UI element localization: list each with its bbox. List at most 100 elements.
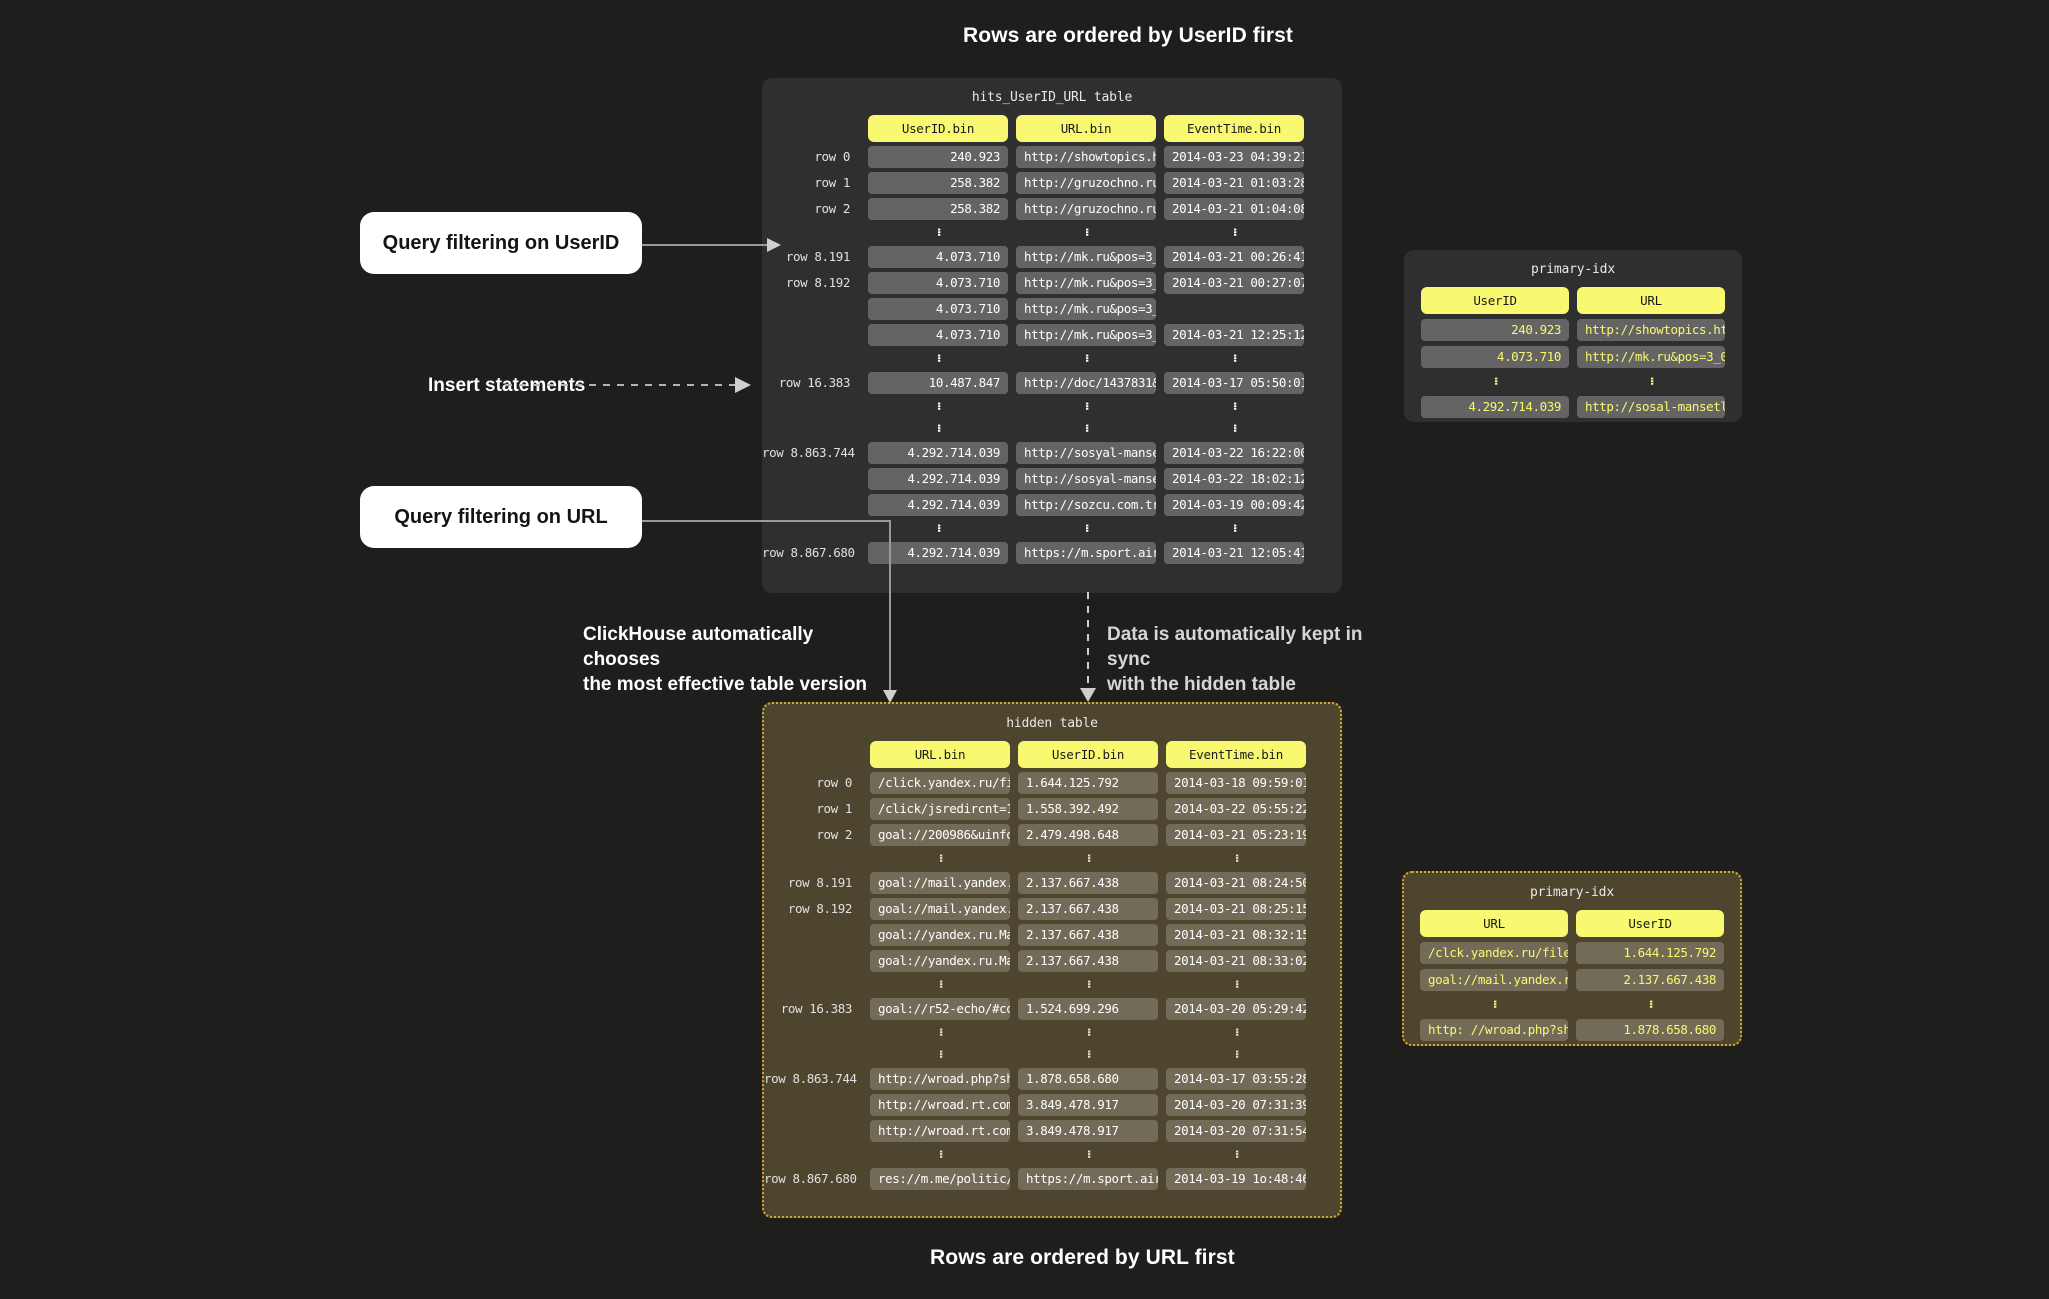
table-cell: goal://mail.yandex.ru/Ma... [870,872,1010,894]
table-cell: 2.479.498.648 [1018,824,1158,846]
idx-cell: 4.292.714.039 [1421,396,1569,418]
idx-cell: http: //wroad.php?show/7... [1420,1019,1568,1041]
row-label: row 8.867.680 [764,1171,857,1186]
table-cell: 1.558.392.492 [1018,798,1158,820]
table-cell: 2.137.667.438 [1018,898,1158,920]
row-label [764,850,862,868]
ellipsis-marker: ⋯ [933,1028,948,1038]
ellipsis-marker: ⋯ [1081,1150,1096,1160]
primary-idx-bottom-title: primary-idx [1530,885,1614,900]
table-cell: 2014-03-21 12:25:12 [1164,324,1304,346]
note-kept-in-sync: Data is automatically kept in sync with t… [1107,622,1407,697]
table-cell: 2014-03-20 07:31:39 [1166,1094,1306,1116]
table-cell: res://m.me/politic/stati... [870,1168,1010,1190]
table-cell: http://gruzochno.ru/ekat... [1016,172,1156,194]
row-label [764,924,862,946]
table-cell: 240.923 [868,146,1008,168]
insert-statements-label: Insert statements [428,375,586,396]
table-cell: 2.137.667.438 [1018,924,1158,946]
table-cell: 2014-03-21 00:27:07 [1164,272,1304,294]
table-cell: 2014-03-21 01:03:28 [1164,172,1304,194]
primary-idx-top-title: primary-idx [1531,262,1615,277]
idx-column-header-0: URL [1420,910,1568,937]
ellipsis-marker: ⋯ [1079,228,1094,238]
table-cell: 2014-03-21 08:25:15 [1166,898,1306,920]
table-cell: 4.073.710 [868,298,1008,320]
ellipsis-marker: ⋯ [1229,1050,1244,1060]
idx-cell: 4.073.710 [1421,346,1569,368]
hidden-table-title: hidden table [1006,716,1098,731]
ellipsis-marker: ⋯ [933,1050,948,1060]
table-cell: 4.292.714.039 [868,442,1008,464]
row-label: row 16.383 [780,1001,853,1016]
table-cell: 1.878.658.680 [1018,1068,1158,1090]
table-cell: goal://r52-echo/#compose... [870,998,1010,1020]
row-label [764,1024,862,1042]
table-cell: 2014-03-21 01:04:08 [1164,198,1304,220]
table-cell [1164,298,1304,320]
row-label [762,324,860,346]
table-cell: 1.644.125.792 [1018,772,1158,794]
table-cell: http://mk.ru&pos=3_0 [1016,246,1156,268]
ellipsis-marker: ⋯ [1227,228,1242,238]
table-cell: http://sosyal-mansetleri... [1016,442,1156,464]
row-label: row 1 [816,801,852,816]
primary-idx-top-grid: UserIDURL240.923http://showtopics.html%3… [1404,287,1742,418]
row-label [762,224,860,242]
table-cell: 2014-03-21 05:23:19 [1166,824,1306,846]
table-cell: http://sozcu.com.tr/oaut [1016,494,1156,516]
ellipsis-marker: ⋯ [1229,1150,1244,1160]
idx-cell: goal://mail.yandex.ru/Ma... [1420,969,1568,991]
ellipsis-marker: ⋯ [931,524,946,534]
idx-cell: 2.137.667.438 [1576,969,1724,991]
idx-column-header-1: URL [1577,287,1725,314]
row-label: row 8.867.680 [762,545,855,560]
table-cell: https://m.sport.airway/? [1016,542,1156,564]
note-line-0: Data is automatically kept in sync [1107,624,1363,670]
idx-column-header-1: UserID [1576,910,1724,937]
table-cell: 4.292.714.039 [868,468,1008,490]
ellipsis-marker: ⋯ [931,354,946,364]
callout-query-userid[interactable]: Query filtering on UserID [360,212,642,274]
table-cell: 2014-03-19 1o:48:46 [1166,1168,1306,1190]
ellipsis-marker: ⋯ [1229,1028,1244,1038]
ellipsis-marker: ⋯ [1643,1000,1658,1010]
primary-idx-bottom-panel: primary-idx URL UserID/clck.yandex.ru/fil… [1402,871,1742,1046]
table-cell: http://showtopics.html%3... [1016,146,1156,168]
note-line-1: with the hidden table [1107,674,1296,695]
table-cell: /click/jsredircnt=1395412... [870,798,1010,820]
row-label [762,398,860,416]
table-cell: 2014-03-18 09:59:01 [1166,772,1306,794]
note-line-1: the most effective table version [583,674,868,695]
ellipsis-marker: ⋯ [1079,402,1094,412]
column-header-0: URL.bin [870,741,1010,768]
table-cell: 2014-03-23 04:39:21 [1164,146,1304,168]
table-cell: 2014-03-17 05:50:01 [1164,372,1304,394]
callout-query-url[interactable]: Query filtering on URL [360,486,642,548]
table-cell: http://mk.ru&pos=3_0 [1016,272,1156,294]
table-cell: goal://200986&uinfo=wn-1... [870,824,1010,846]
idx-cell: /clck.yandex.ru/file.com... [1420,942,1568,964]
table-cell: goal://mail.yandex.ru/Ma... [870,898,1010,920]
ellipsis-marker: ⋯ [1081,1050,1096,1060]
ellipsis-marker: ⋯ [1079,424,1094,434]
row-label [762,520,860,538]
column-header-0: UserID.bin [868,115,1008,142]
ellipsis-marker: ⋯ [1227,524,1242,534]
row-label: row 8.192 [785,275,851,290]
table-cell: 2014-03-22 18:02:12 [1164,468,1304,490]
row-label: row 0 [816,775,852,790]
row-label: row 8.192 [787,901,853,916]
table-cell: 2014-03-21 08:24:50 [1166,872,1306,894]
ellipsis-marker: ⋯ [1488,377,1503,387]
table-cell: https://m.sport.airway/? [1018,1168,1158,1190]
ellipsis-marker: ⋯ [933,854,948,864]
table-cell: /click.yandex.ru/file.co ... [870,772,1010,794]
table-cell: http://sosyal-mansetleri... [1016,468,1156,490]
header-spacer [762,115,860,142]
ellipsis-marker: ⋯ [931,402,946,412]
